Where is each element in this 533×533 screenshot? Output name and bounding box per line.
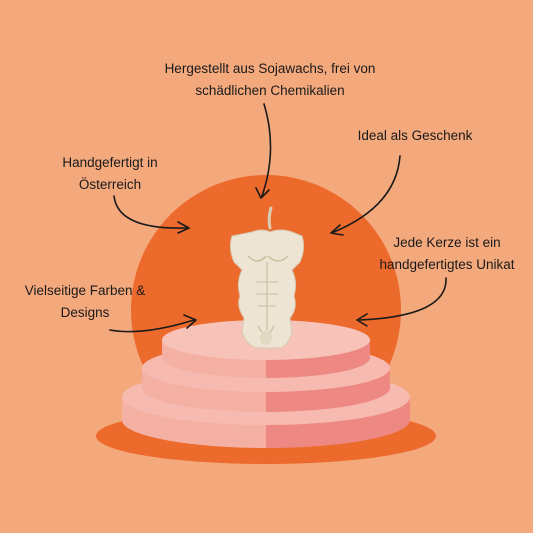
feature-soy-wax-line1: Hergestellt aus Sojawachs, frei von	[164, 61, 376, 76]
feature-handmade-line2: Österreich	[78, 177, 142, 192]
feature-soy-wax: Hergestellt aus Sojawachs, frei von schä…	[140, 58, 400, 102]
feature-gift-line1: Ideal als Geschenk	[357, 128, 473, 143]
arrow-unique	[356, 277, 447, 327]
feature-soy-wax-line2: schädlichen Chemikalien	[195, 83, 345, 98]
arrow-gift	[330, 155, 401, 236]
feature-colors-line1: Vielseitige Farben &	[24, 283, 146, 298]
arrow-colors	[109, 314, 197, 333]
feature-unique: Jede Kerze ist ein handgefertigtes Unika…	[362, 232, 532, 276]
feature-gift: Ideal als Geschenk	[340, 125, 490, 147]
arrow-handmade	[113, 195, 190, 234]
feature-unique-line2: handgefertigtes Unikat	[379, 257, 515, 272]
feature-handmade: Handgefertigt in Österreich	[40, 152, 180, 196]
feature-colors-line2: Designs	[60, 305, 110, 320]
feature-unique-line1: Jede Kerze ist ein	[393, 235, 501, 250]
feature-handmade-line1: Handgefertigt in	[62, 155, 158, 170]
torso-candle-icon	[229, 206, 305, 349]
feature-colors-designs: Vielseitige Farben & Designs	[5, 280, 165, 324]
arrow-top	[255, 103, 272, 199]
